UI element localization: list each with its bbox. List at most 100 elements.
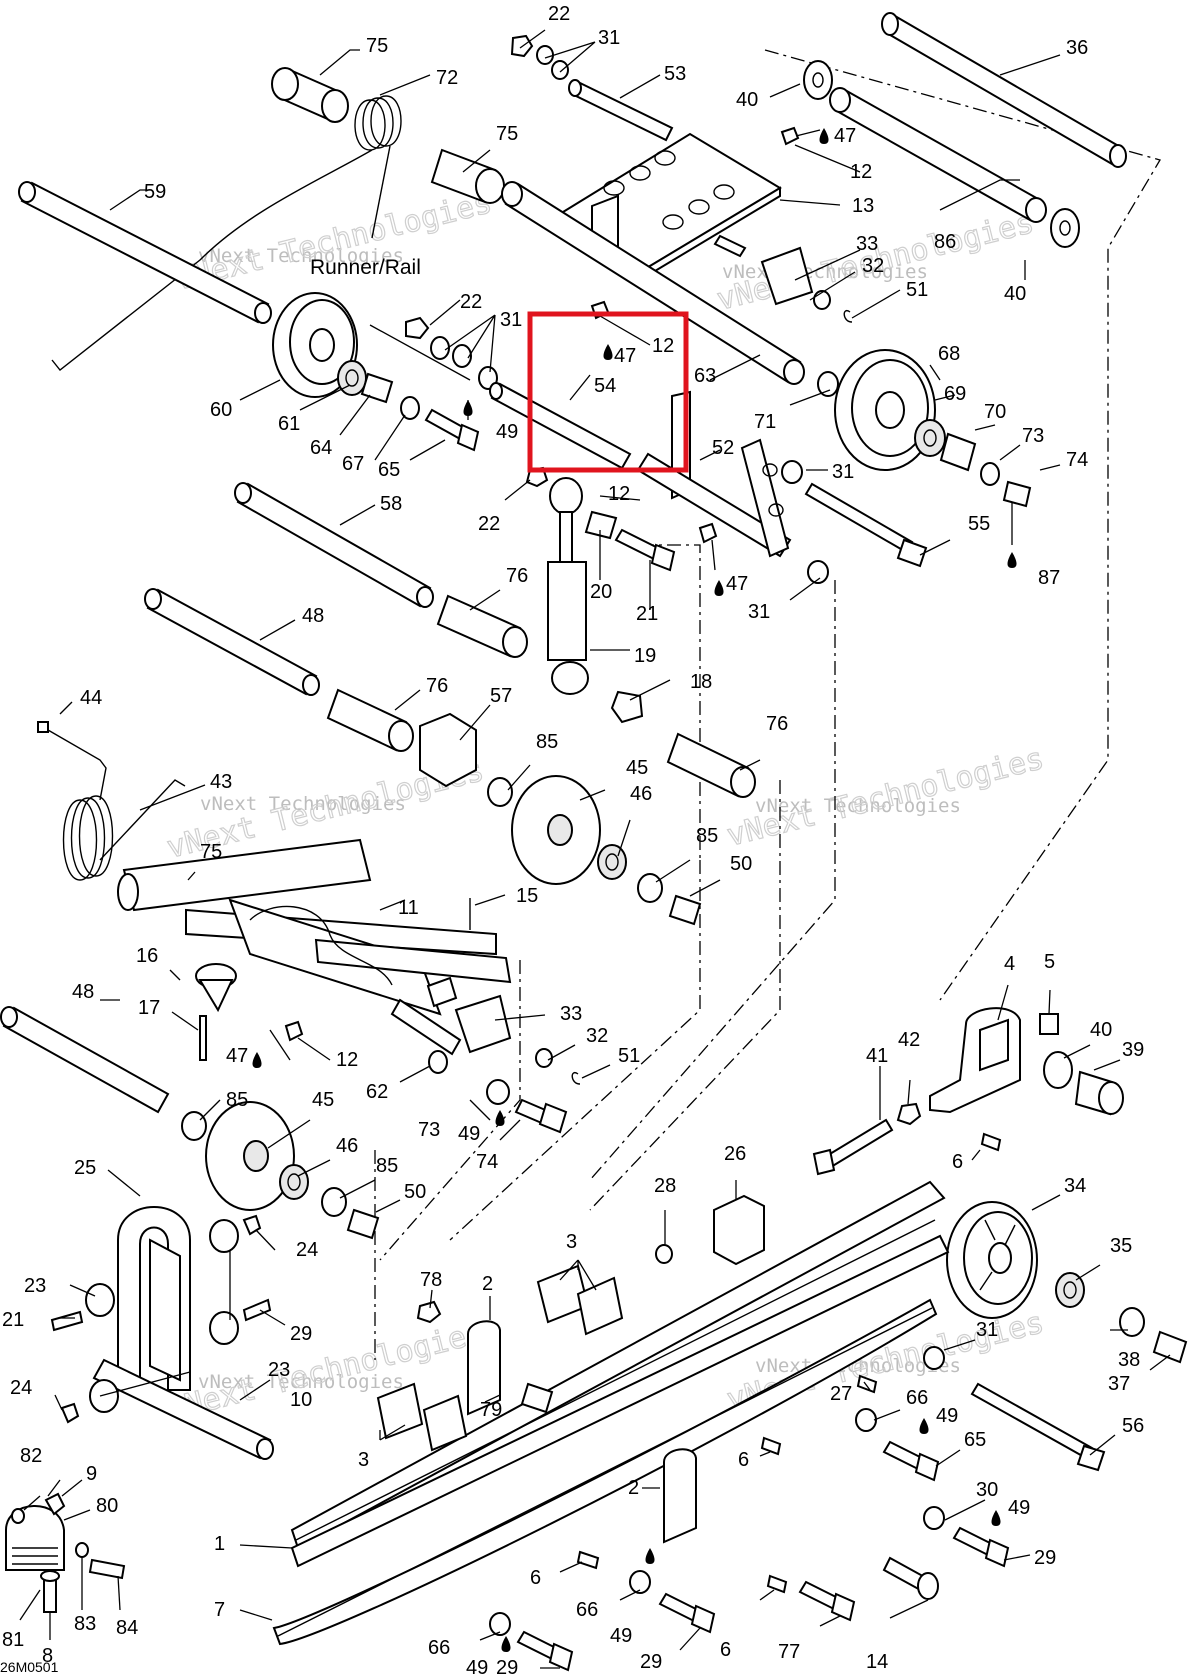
callout-22: 22: [460, 291, 482, 313]
callout-32: 32: [862, 255, 884, 277]
callout-6: 6: [952, 1151, 963, 1173]
washer-38: [1119, 1307, 1145, 1337]
rod-59: [18, 181, 272, 324]
callout-85: 85: [376, 1155, 398, 1177]
callout-56: 56: [1122, 1415, 1144, 1437]
drop-icon-49-mid: [495, 1110, 505, 1126]
bolt-65-low: [882, 1440, 940, 1482]
washer-73-low: [486, 1079, 510, 1105]
callout-19: 19: [634, 645, 656, 667]
bushing-85-d: [321, 1187, 347, 1217]
callout-81: 81: [2, 1629, 24, 1651]
callout-6: 6: [738, 1449, 749, 1471]
washer-30: [923, 1506, 945, 1530]
section-label: Runner/Rail: [310, 256, 421, 279]
shaft-36: [881, 12, 1127, 168]
callout-31: 31: [500, 309, 522, 331]
bearing-46-low: [279, 1164, 309, 1200]
bolt-37: [1152, 1330, 1188, 1364]
callout-6: 6: [530, 1567, 541, 1589]
callout-44: 44: [80, 687, 102, 709]
washer-31-low: [923, 1346, 945, 1370]
bolt-55: [804, 482, 928, 568]
callout-29: 29: [640, 1651, 662, 1673]
pin-53: [568, 79, 674, 142]
callout-7: 7: [214, 1599, 225, 1621]
callout-12: 12: [850, 161, 872, 183]
washer-32-top: [813, 290, 831, 310]
callout-23: 23: [268, 1359, 290, 1381]
callout-84: 84: [116, 1617, 138, 1639]
lubricant-symbols: [252, 128, 1017, 1652]
callout-14: 14: [866, 1651, 888, 1673]
drop-icon-47-low: [252, 1052, 262, 1068]
bushing-85-c: [181, 1111, 207, 1141]
callout-46: 46: [630, 783, 652, 805]
callout-49: 49: [458, 1123, 480, 1145]
callout-75: 75: [366, 35, 388, 57]
nut-18: [610, 690, 644, 724]
callout-29: 29: [290, 1323, 312, 1345]
bushing-39: [1074, 1070, 1124, 1116]
callout-54: 54: [594, 375, 616, 397]
highlight-box-part-54: [527, 311, 689, 473]
callout-73: 73: [1022, 425, 1044, 447]
part-drawings: [0, 12, 1188, 1672]
callout-38: 38: [1118, 1349, 1140, 1371]
spacer-20: [584, 510, 618, 540]
washer-81: [40, 1570, 60, 1582]
fitting-12-mid: [698, 522, 718, 544]
nut-42: [896, 1102, 922, 1126]
callout-76: 76: [426, 675, 448, 697]
callout-29: 29: [496, 1657, 518, 1678]
callout-32: 32: [586, 1025, 608, 1047]
callout-60: 60: [210, 399, 232, 421]
callout-53: 53: [664, 63, 686, 85]
spacer-70: [939, 432, 977, 472]
callout-65: 65: [378, 459, 400, 481]
washer-40-top: [803, 60, 833, 100]
leader-lines: [19, 29, 1171, 1669]
clip-33-low: [454, 994, 512, 1054]
callout-69: 69: [944, 383, 966, 405]
arm-25: [117, 1206, 191, 1391]
drop-icon-49-b: [919, 1418, 929, 1434]
screw-27: [856, 1374, 878, 1394]
rail-7: [272, 1298, 938, 1646]
callout-33: 33: [560, 1003, 582, 1025]
fitting-12-top: [780, 126, 800, 146]
washer-31-top-a: [536, 45, 554, 65]
pin-small: [713, 234, 747, 258]
washer-23-c: [209, 1311, 239, 1345]
spacer-64: [360, 372, 394, 404]
callout-57: 57: [490, 685, 512, 707]
callout-62: 62: [366, 1081, 388, 1103]
callout-61: 61: [278, 413, 300, 435]
callout-8: 8: [42, 1645, 53, 1667]
clip-51-low: [571, 1072, 581, 1085]
callout-16: 16: [136, 945, 158, 967]
callout-2: 2: [482, 1273, 493, 1295]
callout-50: 50: [404, 1181, 426, 1203]
callout-18: 18: [690, 671, 712, 693]
callout-66: 66: [576, 1599, 598, 1621]
callout-85: 85: [696, 825, 718, 847]
bracket-2-a: [467, 1320, 501, 1416]
callout-49: 49: [936, 1405, 958, 1427]
bearing-35: [1055, 1272, 1085, 1308]
washer-66-b: [855, 1408, 877, 1432]
screw-6-a: [980, 1132, 1002, 1152]
callout-59: 59: [144, 181, 166, 203]
rivet-17: [199, 1015, 207, 1061]
callout-49: 49: [1008, 1497, 1030, 1519]
callout-30: 30: [976, 1479, 998, 1501]
washer-66-c: [489, 1612, 511, 1636]
callout-9: 9: [86, 1463, 97, 1485]
shock-19: [547, 477, 589, 695]
callout-6: 6: [720, 1639, 731, 1661]
callout-23: 23: [24, 1275, 46, 1297]
callout-24: 24: [10, 1377, 32, 1399]
washer-32-low: [535, 1048, 553, 1068]
callout-17: 17: [138, 997, 160, 1019]
